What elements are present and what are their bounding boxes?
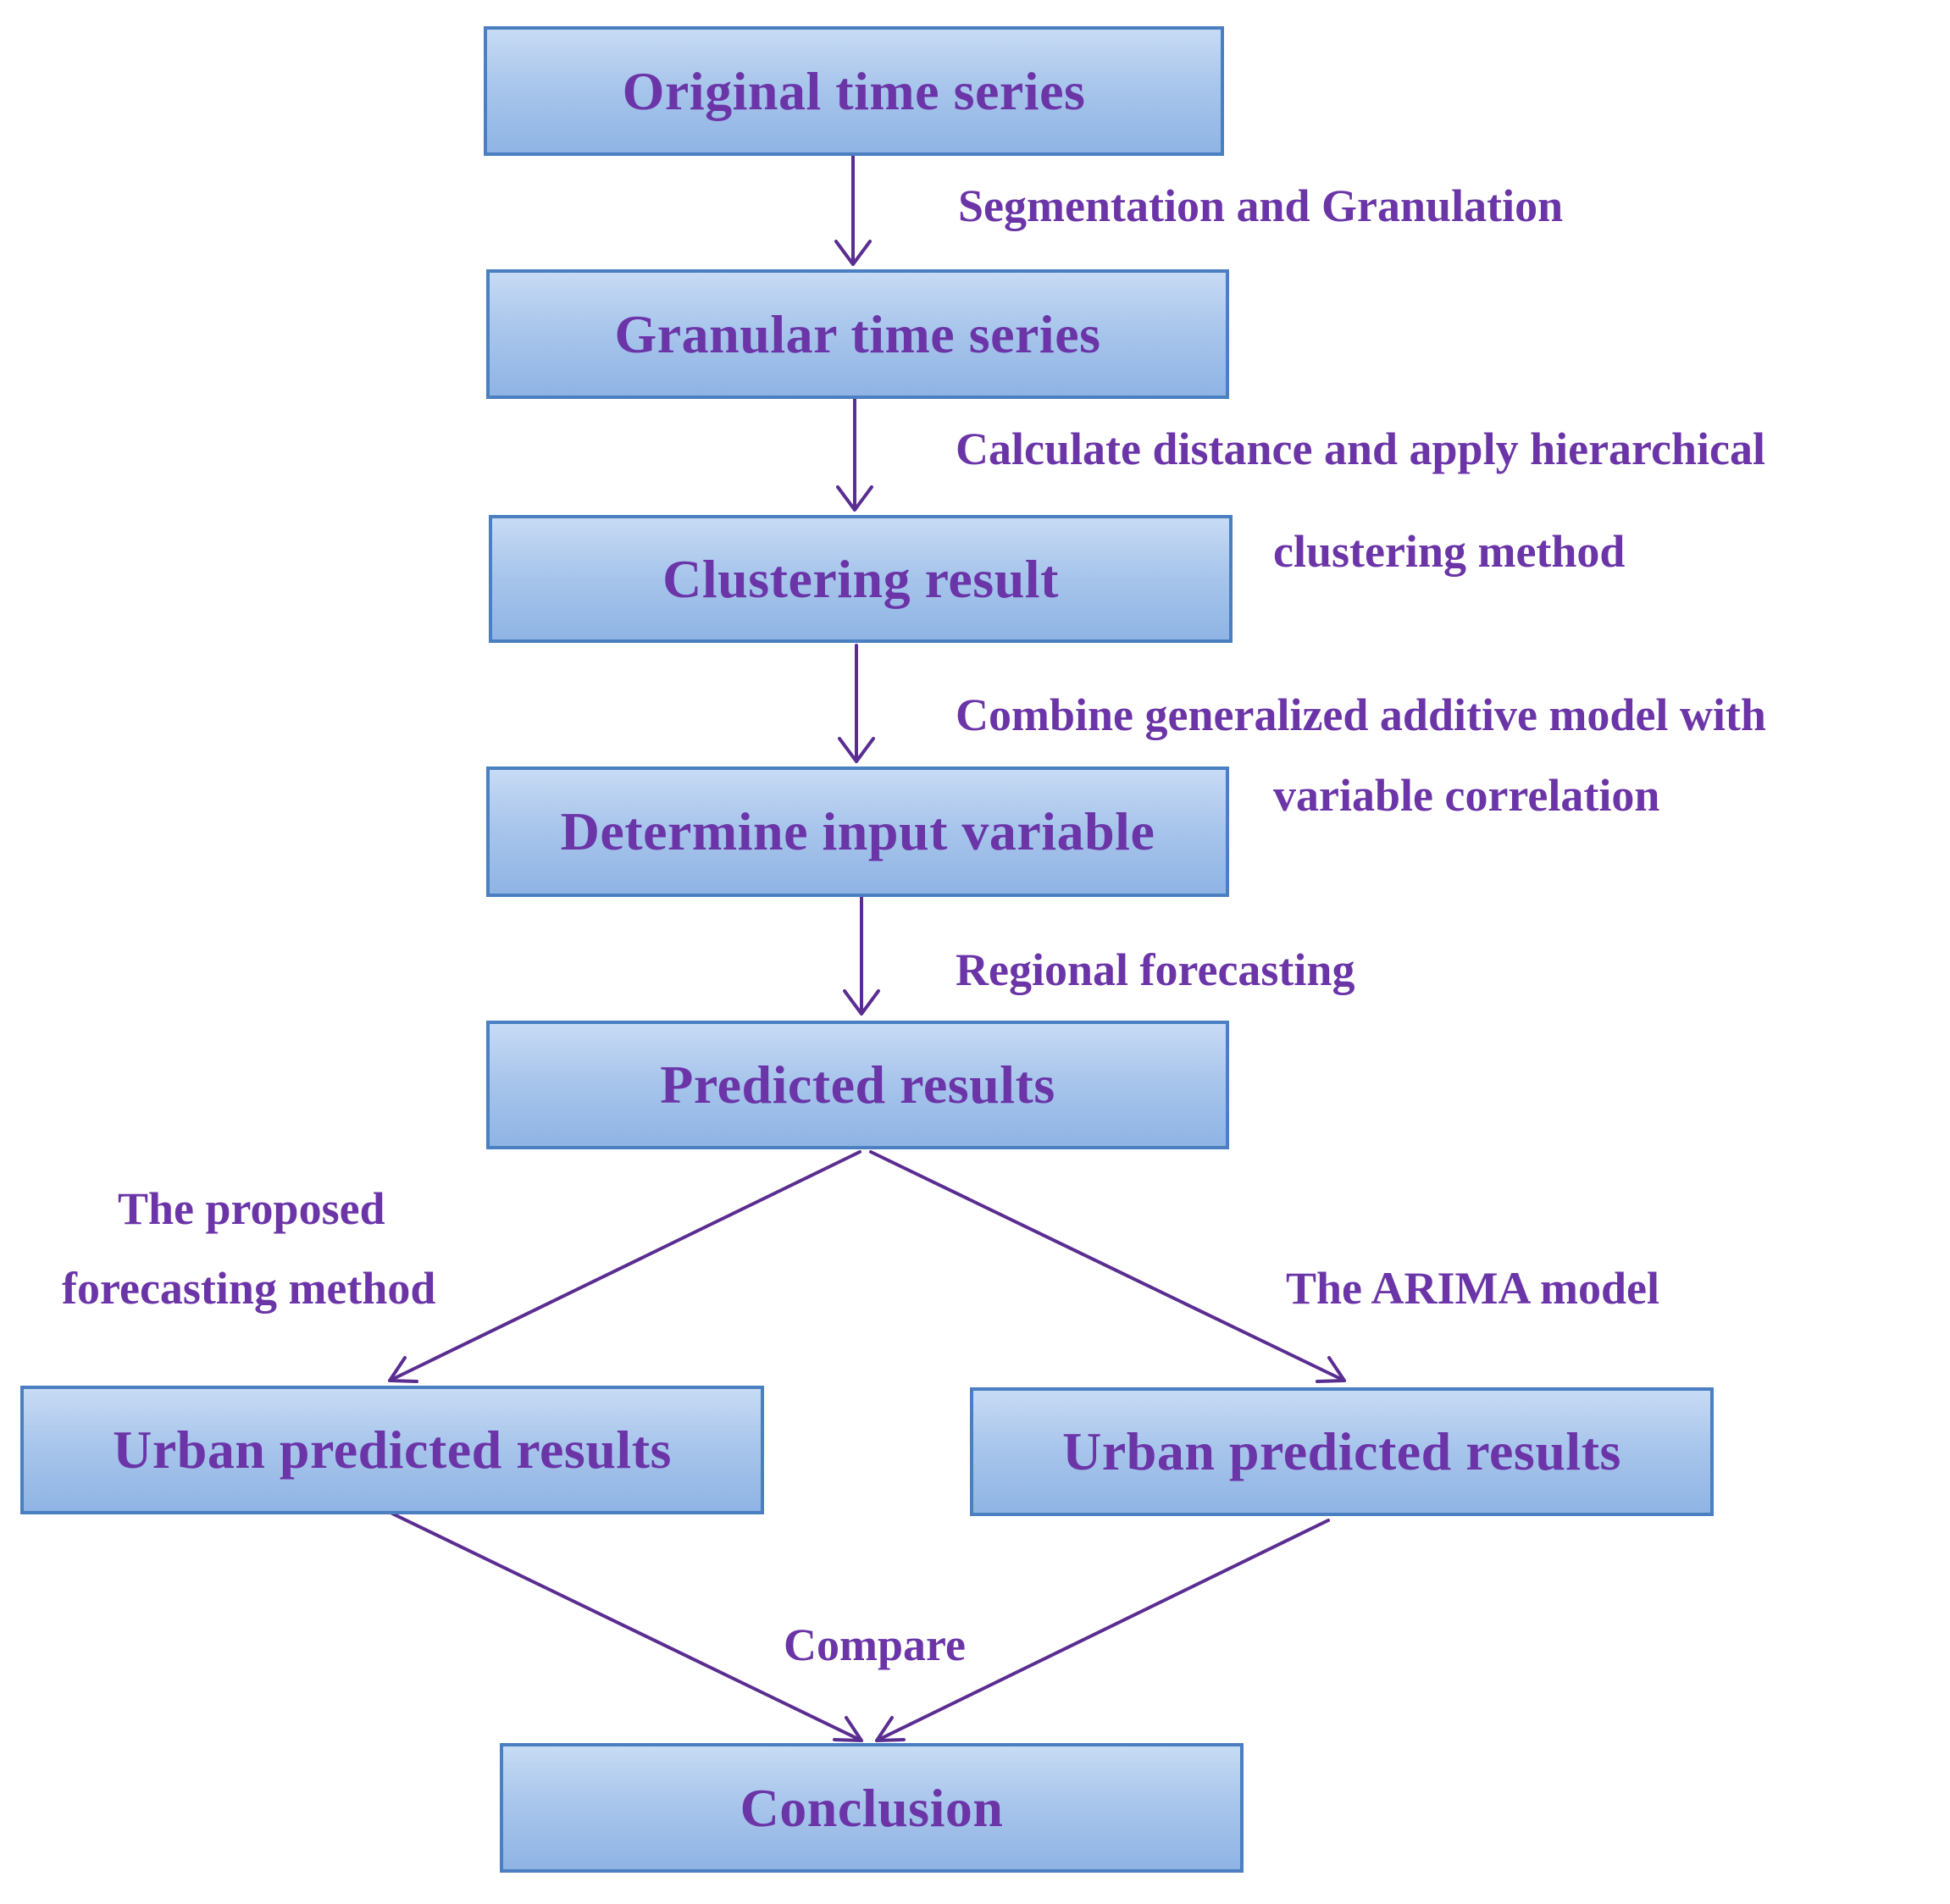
node-original-time-series: Original time series (484, 26, 1224, 156)
node-label: Conclusion (740, 1777, 1004, 1838)
node-clustering-result: Clustering result (489, 515, 1233, 643)
node-label: Determine input variable (560, 801, 1155, 861)
node-determine-input-variable: Determine input variable (486, 767, 1229, 897)
node-label: Urban predicted results (1062, 1421, 1621, 1481)
arrowhead-determine-to-predicted (843, 989, 880, 1016)
label-regional-forecasting: Regional forecasting (956, 944, 1355, 995)
node-urban-predicted-results-left: Urban predicted results (20, 1386, 764, 1514)
label-calculate-distance: Calculate distance and apply hierarchica… (956, 423, 1766, 474)
arrow-predicted-to-urban-left (388, 1150, 861, 1382)
arrow-urban-right-to-conclusion (875, 1519, 1330, 1742)
node-label: Clustering result (662, 548, 1059, 609)
label-segmentation: Segmentation and Granulation (958, 180, 1564, 231)
arrowhead-granular-to-clustering (836, 485, 873, 512)
node-label: Urban predicted results (113, 1420, 672, 1480)
label-variable-correlation: variable correlation (1273, 770, 1660, 821)
label-proposed-line1: The proposed (118, 1183, 385, 1234)
label-proposed-line2: forecasting method (62, 1263, 436, 1314)
arrow-predicted-to-urban-right (869, 1150, 1346, 1382)
arrowhead-clustering-to-determine (838, 737, 875, 763)
node-granular-time-series: Granular time series (486, 269, 1229, 399)
node-urban-predicted-results-right: Urban predicted results (970, 1387, 1714, 1516)
arrowhead-predicted-to-urban-left (388, 1356, 418, 1383)
label-combine-gam: Combine generalized additive model with (956, 689, 1766, 740)
label-compare: Compare (784, 1619, 966, 1670)
arrowhead-predicted-to-urban-right (1316, 1356, 1346, 1383)
arrowhead-urban-right-to-conclusion (875, 1716, 906, 1742)
node-label: Original time series (622, 60, 1086, 121)
node-conclusion: Conclusion (500, 1743, 1244, 1873)
arrowhead-urban-left-to-conclusion (833, 1716, 863, 1742)
node-label: Predicted results (660, 1054, 1055, 1115)
label-arima-model: The ARIMA model (1286, 1263, 1660, 1314)
arrow-urban-left-to-conclusion (391, 1512, 863, 1742)
arrowhead-original-to-granular (834, 240, 872, 266)
node-predicted-results: Predicted results (486, 1021, 1229, 1149)
node-label: Granular time series (614, 303, 1101, 364)
label-clustering-method: clustering method (1273, 526, 1626, 577)
